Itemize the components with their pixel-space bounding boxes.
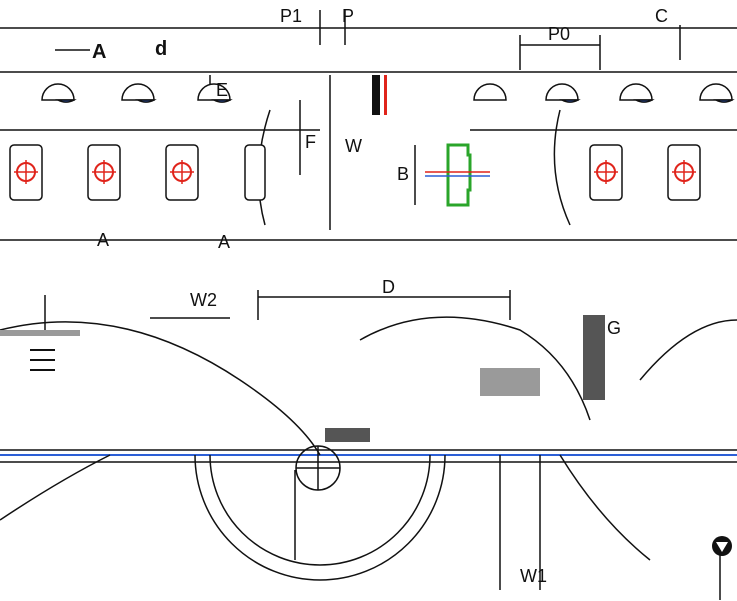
triangle-down-icon [712, 536, 732, 556]
label-a-mid: A [218, 232, 230, 252]
carrier-tape-top-view [0, 10, 737, 241]
reel-lower-arc-right [559, 454, 651, 561]
label-w2: W2 [190, 290, 217, 310]
label-d-bottom: D [382, 277, 395, 297]
label-p0: P0 [548, 24, 570, 44]
sprocket-holes [41, 83, 735, 103]
reel-flange-arc-far [639, 319, 737, 381]
label-w1: W1 [520, 566, 547, 586]
label-g: G [607, 318, 621, 338]
label-a-left: A [97, 230, 109, 250]
label-p1: P1 [280, 6, 302, 26]
component-pocket [87, 144, 121, 201]
flange-marks-left [30, 349, 55, 371]
reel-fills [0, 315, 605, 442]
component-pocket [165, 144, 199, 201]
pocket-profile [446, 143, 472, 207]
top-dimension-labels: A d E P1 P P0 C F W B A A [92, 6, 668, 252]
flange-edge-left [0, 330, 80, 336]
component-pocket [9, 144, 43, 201]
component-pockets [9, 144, 701, 201]
sprocket-hole [619, 83, 655, 103]
label-w: W [345, 136, 362, 156]
tape-cross-section [372, 75, 490, 207]
label-c: C [655, 6, 668, 26]
reel-side-view [0, 290, 737, 600]
cover-tape-block [372, 75, 380, 115]
component-pocket [667, 144, 701, 201]
label-b: B [397, 164, 409, 184]
reel-lower-arc-left [0, 454, 111, 521]
label-f: F [305, 132, 316, 152]
sprocket-hole [197, 83, 233, 103]
reel-hub-arc [194, 454, 446, 581]
sprocket-hole [473, 83, 507, 101]
sprocket-hole [41, 83, 77, 103]
break-line [553, 109, 571, 226]
sprocket-hole [699, 83, 735, 103]
component-pocket [589, 144, 623, 201]
reel-inner-arc [209, 454, 431, 566]
reel-flange-arc [0, 321, 321, 456]
bottom-dimension-labels: W2 D G W1 [190, 277, 621, 586]
hub-slot [325, 428, 370, 442]
label-d-top: d [155, 38, 167, 60]
sprocket-hole [545, 83, 581, 103]
component-pocket [244, 144, 266, 201]
label-e-top: E [216, 80, 228, 100]
label-a-top: A [92, 41, 106, 63]
cover-tape-edge [384, 75, 387, 115]
reel-flange-arc-right [359, 316, 591, 421]
flange-wall-dark [583, 315, 605, 400]
sprocket-hole [121, 83, 157, 103]
label-p: P [342, 6, 354, 26]
flange-wall-gray [480, 368, 540, 396]
